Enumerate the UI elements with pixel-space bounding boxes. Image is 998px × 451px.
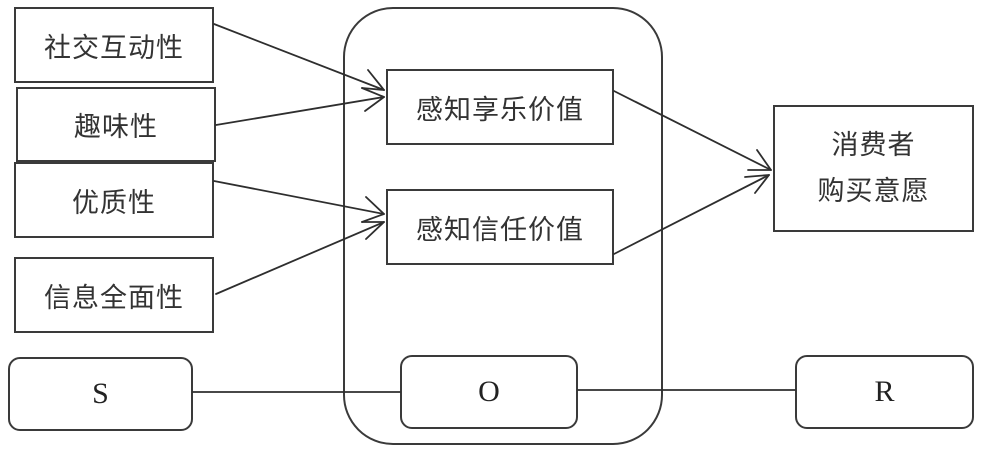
- stimulus-box-information-completeness: 信息全面性: [14, 257, 214, 333]
- stimulus-box-social-interaction: 社交互动性: [14, 7, 214, 83]
- arrowhead-quality-to-trust: [361, 196, 385, 223]
- arrowhead-info-to-trust: [361, 221, 385, 240]
- edge-hedonic-to-intention: [613, 90, 772, 171]
- stimulus-label: 社交互动性: [44, 32, 184, 64]
- organism-label: 感知信任价值: [416, 214, 584, 246]
- response-label-line2: 购买意愿: [817, 175, 930, 207]
- arrowhead-social-to-hedonic: [361, 69, 385, 91]
- response-label-line1: 消费者: [831, 129, 916, 161]
- organism-box-perceived-trust-value: 感知信任价值: [386, 189, 614, 265]
- stimulus-label: 信息全面性: [44, 282, 184, 314]
- sor-box-r: R: [795, 355, 974, 429]
- sor-box-o: O: [400, 355, 578, 429]
- sor-box-s: S: [8, 357, 193, 431]
- stimulus-label: 趣味性: [74, 112, 158, 143]
- sor-label-r: R: [874, 375, 895, 408]
- stimulus-box-fun: 趣味性: [16, 87, 216, 162]
- organism-box-perceived-hedonic-value: 感知享乐价值: [386, 69, 614, 145]
- organism-label: 感知享乐价值: [416, 94, 584, 126]
- edge-fun-to-hedonic: [215, 96, 385, 126]
- edge-quality-to-trust: [213, 180, 385, 215]
- sor-label-s: S: [92, 377, 109, 410]
- arrowhead-hedonic-to-intention: [747, 149, 772, 171]
- stimulus-box-quality: 优质性: [14, 162, 214, 238]
- arrowhead-trust-to-intention: [744, 174, 770, 194]
- organism-group-container: [343, 7, 663, 445]
- response-box-purchase-intention: 消费者 购买意愿: [773, 105, 974, 232]
- edge-info-to-trust: [215, 221, 385, 295]
- edge-social-to-hedonic: [213, 23, 385, 91]
- stimulus-label: 优质性: [72, 187, 156, 219]
- sor-label-o: O: [478, 375, 500, 408]
- edge-trust-to-intention: [613, 174, 770, 255]
- arrowhead-fun-to-hedonic: [361, 87, 385, 112]
